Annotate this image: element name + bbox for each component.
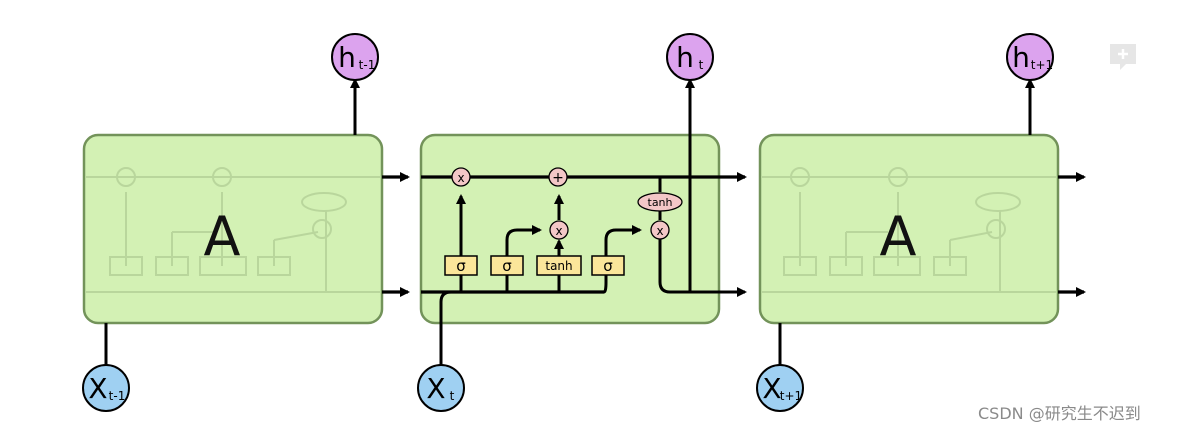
middle-internal-wiring [439, 78, 747, 370]
gate-output-sigma: σ [591, 255, 625, 276]
op-tanh-cell-label: tanh [648, 196, 673, 209]
input-1-base: X [426, 372, 445, 405]
output-1-base: h [676, 41, 694, 74]
gate-forget-sigma: σ [444, 255, 478, 276]
output-2-sub: t+1 [1031, 58, 1053, 72]
lstm-cell-right: A [758, 133, 1060, 325]
op-add: + [548, 167, 568, 187]
lstm-cell-left: A [82, 133, 384, 325]
output-1-sub: t [699, 58, 704, 72]
output-0-sub: t-1 [359, 58, 376, 72]
op-multiply-output-label: x [656, 224, 663, 238]
add-comment-icon[interactable] [1108, 42, 1138, 72]
output-stems [350, 78, 1035, 135]
output-h-t: h t [666, 33, 714, 81]
input-x-t-plus-1: X t+1 [756, 364, 804, 412]
op-multiply-input-label: x [555, 224, 562, 238]
output-h-t-plus-1: h t+1 [1006, 33, 1054, 81]
cell-label-left: A [204, 205, 241, 268]
op-add-label: + [552, 170, 564, 186]
gate-input-sigma-label: σ [502, 257, 512, 275]
gate-output-sigma-label: σ [603, 257, 613, 275]
input-2-sub: t+1 [780, 389, 802, 403]
input-1-sub: t [450, 389, 455, 403]
input-0-sub: t-1 [109, 389, 126, 403]
input-2-base: X [762, 372, 781, 405]
cell-label-right: A [880, 205, 917, 268]
input-0-base: X [88, 372, 107, 405]
gate-input-sigma: σ [490, 255, 524, 276]
input-x-t-minus-1: X t-1 [82, 364, 130, 412]
gate-candidate-tanh: tanh [536, 255, 582, 276]
input-x-t: X t [417, 364, 465, 412]
watermark-text: CSDN @研究生不迟到 [978, 404, 1141, 423]
lstm-cell-middle [419, 133, 721, 325]
op-multiply-forget-label: x [457, 171, 464, 185]
op-multiply-input: x [549, 220, 569, 240]
faded-internals-left [86, 167, 380, 293]
op-multiply-output: x [650, 220, 670, 240]
output-0-base: h [338, 41, 356, 74]
gate-candidate-tanh-label: tanh [545, 259, 572, 273]
op-tanh-cell: tanh [637, 192, 683, 212]
output-h-t-minus-1: h t-1 [331, 33, 379, 81]
output-2-base: h [1012, 41, 1030, 74]
op-multiply-forget: x [451, 167, 471, 187]
faded-internals-right [762, 167, 1056, 293]
gate-forget-sigma-label: σ [456, 257, 466, 275]
input-stems [104, 323, 782, 370]
